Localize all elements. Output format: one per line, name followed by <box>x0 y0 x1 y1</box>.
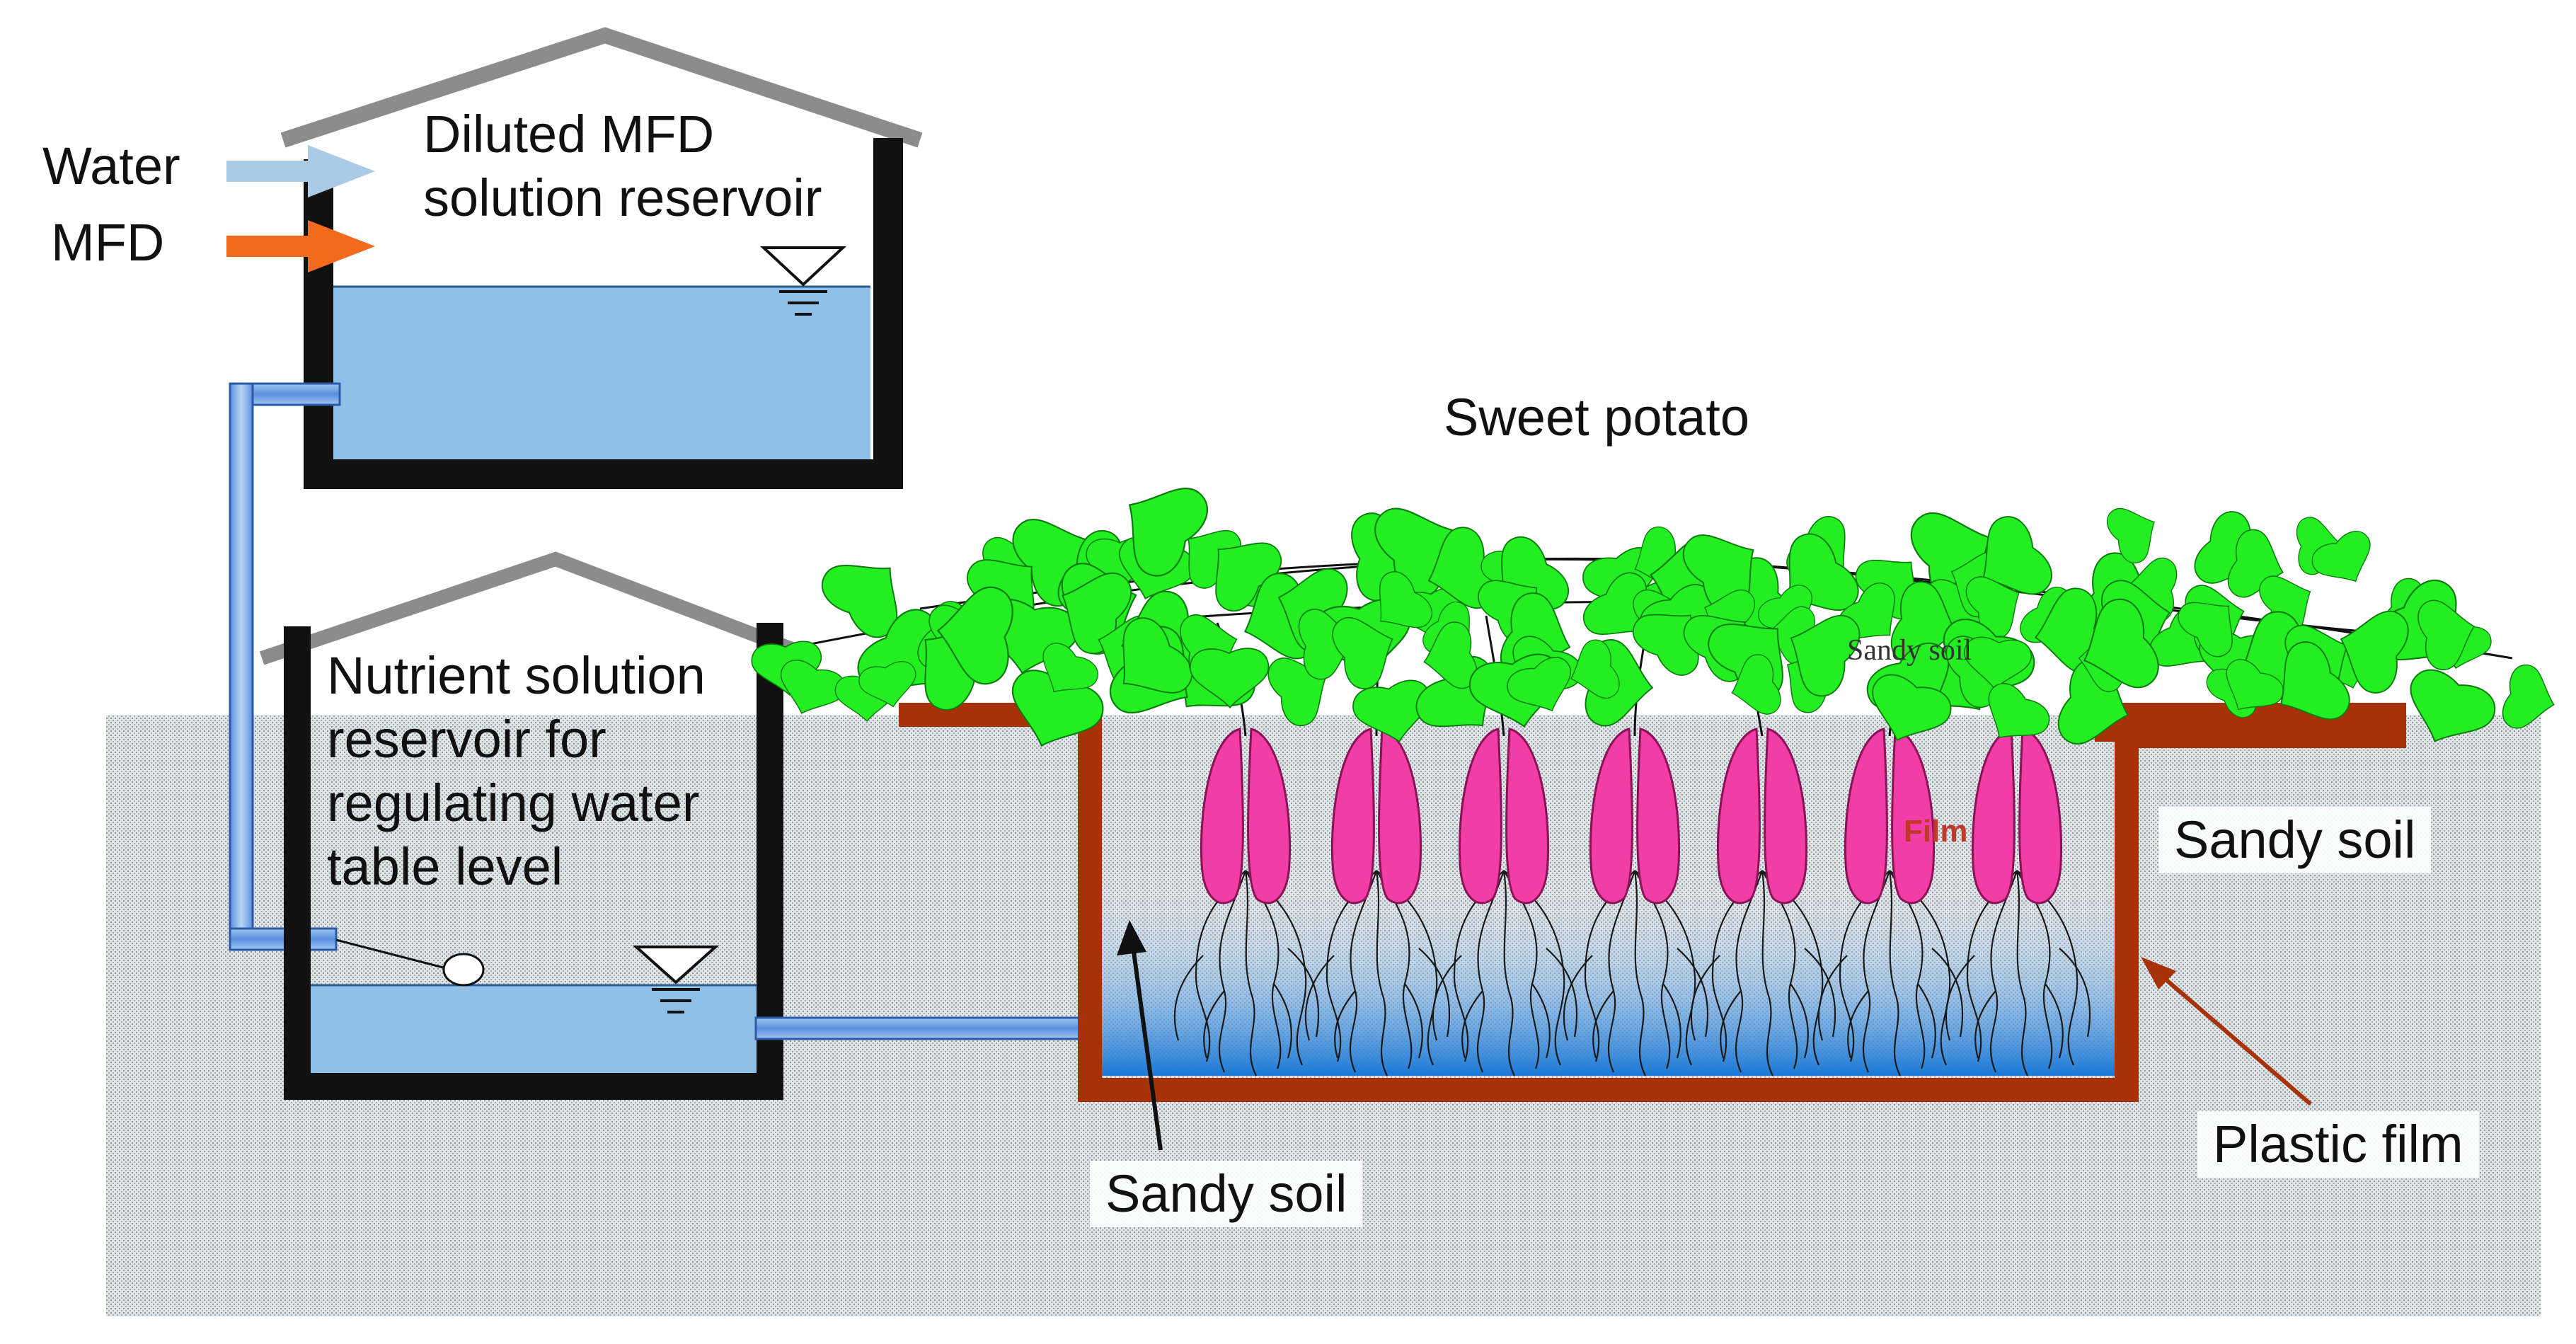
sandy-soil-right-label: Sandy soil <box>2158 807 2432 873</box>
lower-reservoir <box>259 551 810 1100</box>
mfd-inlet-arrow <box>226 220 375 272</box>
upper-reservoir-label-line1: Diluted MFD <box>423 105 715 163</box>
bed-supply-pipe <box>754 1016 1104 1040</box>
upper-reservoir-water <box>333 287 870 460</box>
water-label: Water <box>42 137 180 195</box>
float-valve-icon <box>335 938 485 987</box>
lower-reservoir-label-line2: reservoir for <box>327 710 606 769</box>
water-inlet-arrow <box>226 145 375 197</box>
upper-reservoir-label-line2: solution reservoir <box>423 168 822 227</box>
sandy-soil-canopy-label: Sandy soil <box>1847 634 1972 667</box>
crop-label: Sweet potato <box>1444 388 1749 447</box>
plastic-film-pointer-arrow <box>2141 957 2312 1106</box>
upper-reservoir-roof <box>280 27 923 148</box>
lower-reservoir-label-line3: regulating water <box>327 774 700 832</box>
plastic-film-label: Plastic film <box>2197 1111 2479 1178</box>
mfd-label: MFD <box>51 213 165 272</box>
lower-reservoir-roof <box>259 551 810 665</box>
sandy-soil-pointer-arrow <box>1117 920 1163 1151</box>
upper-reservoir <box>280 27 923 489</box>
lower-reservoir-label-line1: Nutrient solution <box>327 646 706 705</box>
water-level-symbol <box>632 946 720 1013</box>
connecting-pipe <box>229 382 341 951</box>
lower-reservoir-water <box>310 985 757 1074</box>
lower-reservoir-wall <box>284 623 783 1100</box>
water-level-symbol <box>759 246 847 316</box>
upper-reservoir-wall <box>304 138 903 489</box>
film-inside-label: Film <box>1904 814 1968 849</box>
lower-reservoir-label-line4: table level <box>327 837 563 896</box>
sandy-soil-bottom-label: Sandy soil <box>1090 1161 1363 1227</box>
